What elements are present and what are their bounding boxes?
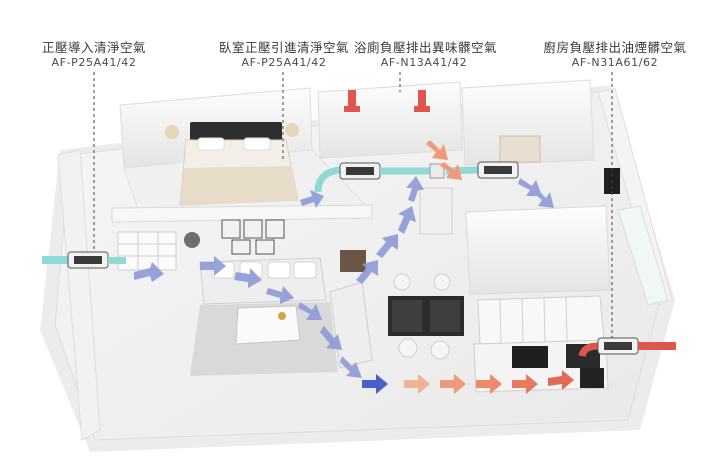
flow-arrow-icon xyxy=(234,268,262,288)
flow-arrow-icon xyxy=(200,256,226,276)
clean-air-flow-arrows xyxy=(134,176,554,378)
kitchen-exhaust-duct xyxy=(578,337,676,357)
flow-arrow-icon xyxy=(476,374,502,394)
flow-arrow-icon xyxy=(404,374,430,394)
pillow xyxy=(197,137,225,151)
dirty-air-flow-arrows xyxy=(362,140,574,394)
callout-title: 正壓導入清淨空氣 xyxy=(41,40,146,55)
wall-art xyxy=(243,219,263,239)
bedroom-supply-duct xyxy=(314,162,445,193)
dining-chair xyxy=(393,273,411,291)
callout-title: 廚房負壓排出油煙髒空氣 xyxy=(543,40,687,55)
lamp xyxy=(285,123,299,137)
callout-model: AF-P25A41/42 xyxy=(51,55,137,69)
dining-chair xyxy=(398,338,418,358)
utility-cabinet xyxy=(499,135,541,163)
bathroom-back-wall xyxy=(317,81,463,159)
flow-arrow-icon xyxy=(398,206,416,234)
bed-blanket xyxy=(180,166,298,205)
callout-title: 浴廁負壓排出異味髒空氣 xyxy=(354,40,498,55)
flow-arrow-icon xyxy=(440,374,466,394)
balcony-glass xyxy=(617,205,669,306)
bedroom-divider-wall xyxy=(111,204,373,223)
callout-bedroom-supply: 臥室正壓引進清淨空氣 AF-P25A41/42 xyxy=(214,40,354,69)
pillow xyxy=(243,137,271,151)
coffee-table xyxy=(235,305,301,345)
left-wall xyxy=(57,149,101,441)
dining-chair xyxy=(430,340,450,360)
kitchen-back-wall xyxy=(465,205,611,295)
callout-model: AF-N31A61/62 xyxy=(571,55,659,69)
vent-grille xyxy=(429,163,445,179)
oven xyxy=(512,346,548,368)
flow-arrow-icon xyxy=(298,302,322,320)
flow-arrow-icon xyxy=(532,188,554,208)
wall-art xyxy=(255,239,275,255)
callout-model: AF-N13A41/42 xyxy=(380,55,468,69)
flow-arrow-icon xyxy=(406,176,424,202)
flow-arrow-icon xyxy=(356,260,378,284)
tv-cabinet xyxy=(340,250,366,272)
lamp xyxy=(165,125,179,139)
wall-art xyxy=(231,239,251,255)
callout-fresh-air-intake: 正壓導入清淨空氣 AF-P25A41/42 xyxy=(34,40,154,69)
flow-arrow-icon xyxy=(340,356,362,378)
fresh-air-intake-duct xyxy=(42,251,126,269)
flow-arrow-icon xyxy=(362,374,388,394)
callout-title: 臥室正壓引進清淨空氣 xyxy=(218,40,349,55)
leader-lines xyxy=(93,72,613,340)
wall-art xyxy=(265,219,285,239)
callout-bathroom-exhaust: 浴廁負壓排出異味髒空氣 AF-N13A41/42 xyxy=(354,40,498,69)
floor-lamp xyxy=(184,232,200,248)
dishwasher xyxy=(580,368,604,388)
flow-arrow-icon xyxy=(440,162,462,180)
dining-chair xyxy=(433,273,451,291)
flow-arrow-icon xyxy=(426,140,448,160)
bathroom-door xyxy=(419,187,453,235)
flow-arrow-icon xyxy=(376,234,398,258)
flow-arrow-icon xyxy=(134,262,164,282)
wall-art xyxy=(221,219,241,239)
flow-arrow-icon xyxy=(266,286,294,304)
bed-headboard xyxy=(190,122,282,140)
flow-arrow-icon xyxy=(548,370,574,390)
kitchen-upper-cabinets xyxy=(477,295,605,345)
callout-kitchen-exhaust: 廚房負壓排出油煙髒空氣 AF-N31A61/62 xyxy=(540,40,690,69)
flow-arrow-icon xyxy=(300,190,324,208)
bookshelf xyxy=(117,231,177,271)
utility-room-wall xyxy=(461,79,595,166)
flow-arrow-icon xyxy=(512,374,538,394)
callout-model: AF-P25A41/42 xyxy=(241,55,327,69)
flow-arrow-icon xyxy=(320,326,342,350)
